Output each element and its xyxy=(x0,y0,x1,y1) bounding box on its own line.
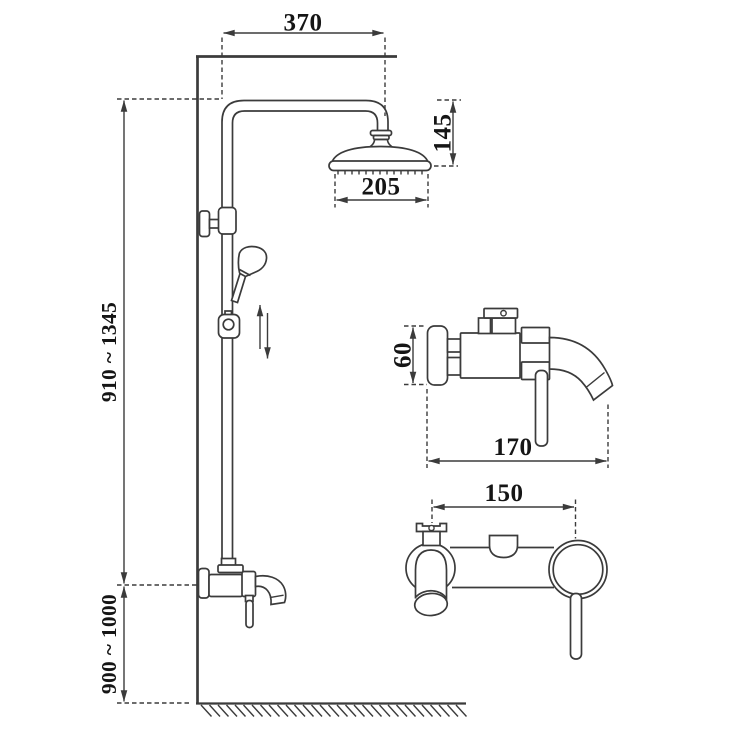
sv-spout-flange-top xyxy=(520,326,551,344)
dim-spout-height: 900 ~ 1000 xyxy=(97,586,192,704)
tub-spout xyxy=(254,574,287,606)
fv-spout-fill xyxy=(415,549,447,603)
shower-arm-inner-line xyxy=(231,110,379,560)
dim150-label: 150 xyxy=(485,480,524,507)
mixer-body xyxy=(208,573,244,598)
wall xyxy=(196,55,397,704)
head-nozzles xyxy=(337,170,423,175)
wall-bracket xyxy=(198,206,237,238)
dim910-label: 910 ~ 1345 xyxy=(97,302,121,402)
sv-outlet-left-block xyxy=(477,317,492,335)
dim-center-distance: 150 xyxy=(431,480,577,539)
mixer-side-view xyxy=(426,307,614,447)
dim-column-height: 910 ~ 1345 xyxy=(97,100,199,586)
mixer-top-flange xyxy=(217,564,244,574)
mixer-front-view xyxy=(405,522,608,660)
hand-shower-face-line xyxy=(239,268,251,277)
dim205-label: 205 xyxy=(362,174,401,201)
dim-head-width: 205 xyxy=(334,174,429,208)
floor-hatching xyxy=(200,704,468,717)
sv-valve-body xyxy=(459,332,521,379)
floor xyxy=(196,702,468,717)
shower-column xyxy=(221,99,389,560)
spout-collar xyxy=(241,570,257,598)
sv-outlet-right-block xyxy=(491,317,517,335)
bracket-wall-plate xyxy=(198,210,211,238)
sv-escutcheon xyxy=(426,325,449,386)
hand-shower-head xyxy=(237,245,268,278)
tub-spout-tip-band xyxy=(269,594,284,599)
sv-spout-tip-band xyxy=(585,371,605,389)
dim60-label: 60 xyxy=(390,342,417,368)
hand-shower xyxy=(230,245,268,304)
slider-knob-hole xyxy=(222,318,235,331)
dim170-label: 170 xyxy=(494,434,533,461)
bracket-pipe-joint xyxy=(217,206,237,235)
dim-head-height: 145 xyxy=(430,99,461,167)
sv-lever-handle xyxy=(534,369,549,447)
overhead-shower xyxy=(328,129,432,175)
dim370-label: 370 xyxy=(284,10,323,37)
dim-arm-reach: 370 xyxy=(117,10,386,116)
sv-outlet-hole xyxy=(500,309,507,317)
hand-shower-handle xyxy=(230,272,247,304)
fv-spout-mouth xyxy=(413,592,449,617)
dim900-label: 900 ~ 1000 xyxy=(97,594,121,694)
head-face-plate xyxy=(328,160,432,172)
fv-handle-hub-outer xyxy=(548,539,608,600)
fv-spout-arch xyxy=(414,549,448,571)
dim145-label: 145 xyxy=(430,114,457,153)
sv-spout xyxy=(548,336,614,402)
fv-supply-neck xyxy=(422,530,441,547)
fv-supply-hole xyxy=(428,524,435,532)
dim-valve-depth: 170 xyxy=(426,389,609,468)
shower-arm-outer-line xyxy=(221,99,389,560)
dim-valve-height: 60 xyxy=(390,325,427,386)
mixer-wall-escutcheon xyxy=(197,567,210,599)
fv-lever-handle xyxy=(569,592,583,660)
mixer-lever xyxy=(245,599,254,629)
head-dome xyxy=(330,145,430,163)
fv-diverter-cap xyxy=(488,534,519,559)
fv-spout-band xyxy=(415,589,447,599)
tub-spout-mixer xyxy=(197,557,287,629)
height-adjust-arrows xyxy=(256,304,271,359)
sv-connector-tab-bottom xyxy=(446,356,462,376)
sv-connector-tab-top xyxy=(446,338,462,353)
slider-holder xyxy=(217,310,241,339)
